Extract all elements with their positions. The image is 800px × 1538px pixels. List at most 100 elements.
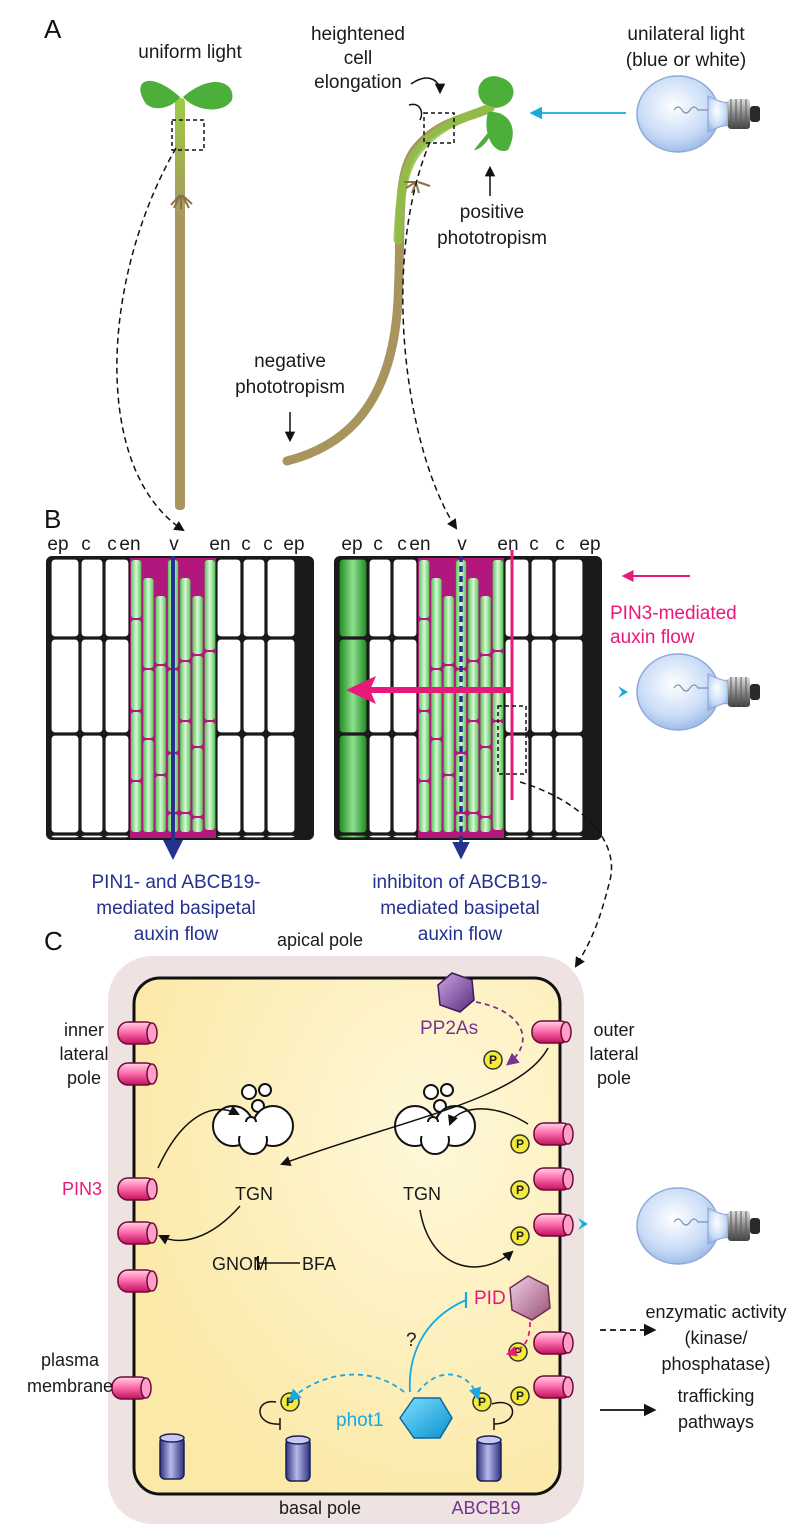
tissue-cell (554, 834, 584, 839)
positive-label-1: positive (460, 202, 524, 223)
tissue-cell (530, 558, 554, 638)
vascular-cell (443, 596, 454, 664)
tgn-left-label: TGN (235, 1184, 273, 1204)
pp2as-hexagon (437, 972, 475, 1013)
pin3-inner-1 (117, 1021, 158, 1045)
tissue-label-left-4: v (169, 534, 179, 555)
phosphate-label-3: P (516, 1229, 524, 1243)
tissue-label-left-5: en (209, 534, 230, 555)
negative-label-1: negative (254, 351, 326, 372)
tissue-label-right-0: ep (341, 534, 362, 555)
vascular-cell (204, 722, 215, 830)
vascular-cell (204, 652, 215, 720)
pin3-outer-3 (533, 1167, 574, 1191)
tissue-label-left-1: c (81, 534, 91, 555)
tissue-cell (50, 638, 80, 734)
vascular-cell (204, 560, 215, 650)
phosphate-label-0: P (489, 1053, 497, 1067)
vascular-cell (143, 578, 154, 668)
basal-pole-label: basal pole (279, 1498, 361, 1518)
tissue-section-right (334, 556, 602, 860)
vascular-cell (131, 712, 142, 780)
vascular-cell (468, 578, 479, 660)
outer-pole-label-1: outer (593, 1020, 634, 1040)
vascular-cell (192, 818, 203, 832)
vascular-cell (468, 814, 479, 832)
right-caption-1: inhibiton of ABCB19- (372, 872, 547, 893)
pin3-plasma (111, 1376, 152, 1400)
panel-a-label: A (44, 14, 62, 44)
bfa-label: BFA (302, 1254, 336, 1274)
epidermal-cell-shaded (338, 558, 368, 638)
bulb-icon-b (636, 653, 761, 731)
phot1-hexagon (399, 1397, 453, 1439)
tgn-right-label: TGN (403, 1184, 441, 1204)
pin3-outer-1 (531, 1020, 572, 1044)
phosphate-3 (510, 1226, 530, 1246)
legend-enzymatic-2: (kinase/ (684, 1328, 747, 1348)
vascular-cell (419, 712, 430, 780)
vascular-cell (155, 596, 166, 664)
tissue-cell (266, 558, 296, 638)
tissue-cell (104, 834, 130, 839)
pin3-label: PIN3 (62, 1179, 102, 1199)
zoom-box-left (171, 119, 205, 151)
pin3-legend-label-2: auxin flow (610, 627, 695, 648)
panel-c-label: C (44, 926, 63, 956)
tissue-cell (80, 638, 104, 734)
tissue-cell (504, 834, 530, 839)
tissue-cell (392, 834, 418, 839)
tissue-cell (104, 558, 130, 638)
link-a-b-right (402, 141, 458, 530)
phosphate-label-6: P (286, 1395, 294, 1409)
tissue-cell (266, 638, 296, 734)
left-caption-2: mediated basipetal (96, 898, 256, 919)
abcb19-right (476, 1435, 502, 1482)
vascular-cell (480, 596, 491, 654)
vascular-cell (419, 782, 430, 832)
tissue-cell (50, 558, 80, 638)
vascular-cell (192, 596, 203, 654)
link-a-b-left (116, 147, 185, 532)
tissue-cell (242, 834, 266, 839)
tissue-cell (368, 638, 392, 734)
tissue-label-left-0: ep (47, 534, 68, 555)
legend-trafficking-1: trafficking (678, 1386, 755, 1406)
vascular-cell (492, 652, 503, 720)
tissue-cell (504, 638, 530, 734)
vascular-cell (492, 560, 503, 650)
self-loop-left (259, 1401, 281, 1425)
tissue-label-left-8: ep (283, 534, 304, 555)
vascular-cell (180, 662, 191, 720)
tissue-cell (104, 638, 130, 734)
vascular-cell (180, 722, 191, 812)
pin3-outer-2 (533, 1122, 574, 1146)
question-mark: ? (406, 1330, 417, 1351)
upright-seedling (140, 80, 233, 510)
tissue-cell (368, 558, 392, 638)
vascular-cell (131, 620, 142, 710)
vascular-cell (419, 560, 430, 618)
pid-hexagon (509, 1275, 551, 1321)
phosphate-5 (510, 1386, 530, 1406)
tissue-label-left-7: c (263, 534, 273, 555)
right-caption-3: auxin flow (418, 924, 503, 945)
vascular-cell (480, 818, 491, 832)
tissue-label-right-7: c (555, 534, 565, 555)
phosphate-label-7: P (478, 1395, 486, 1409)
tissue-cell (216, 834, 242, 839)
vascular-cell (143, 740, 154, 832)
vascular-cell (468, 722, 479, 812)
abcb19-center (285, 1435, 311, 1482)
tissue-cell (554, 558, 584, 638)
tissue-cell (554, 734, 584, 834)
vascular-cell (192, 748, 203, 816)
vascular-cell (431, 740, 442, 832)
tissue-label-right-2: c (397, 534, 407, 555)
tissue-label-left-3: en (119, 534, 140, 555)
tissue-cell (80, 558, 104, 638)
heightened-label-1: heightened (311, 24, 405, 45)
tissue-cell (368, 834, 392, 839)
